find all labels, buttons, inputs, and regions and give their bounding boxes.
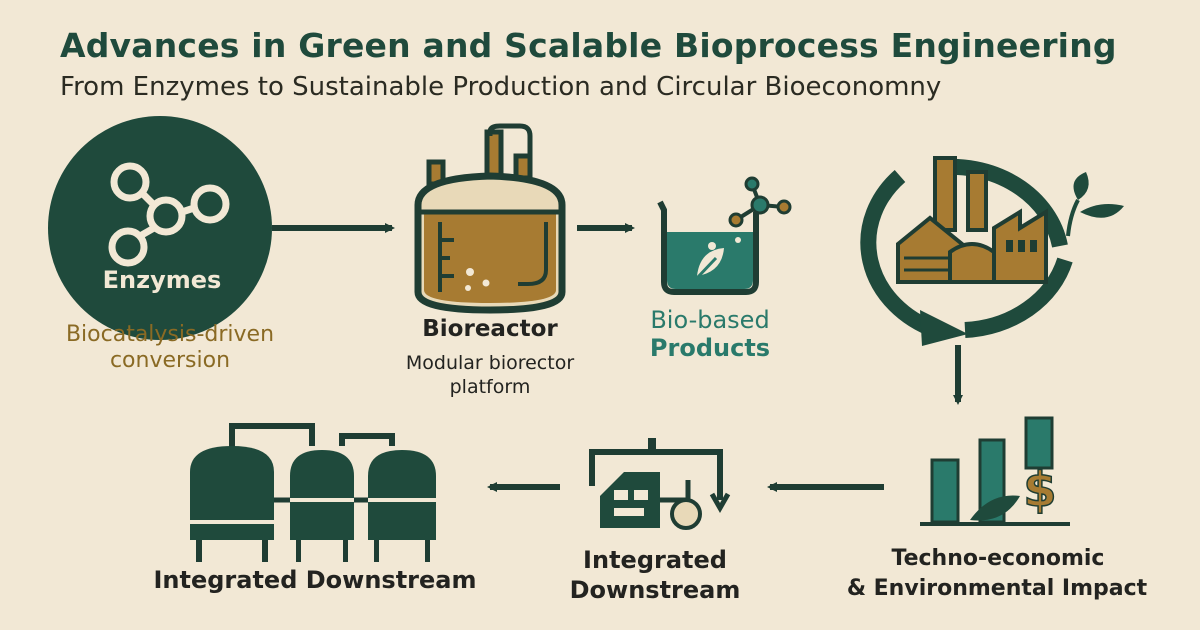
- enzymes-caption-line2: conversion: [109, 348, 231, 373]
- integrated-mid-label-line1: Integrated: [583, 546, 727, 574]
- beaker-icon: [657, 176, 792, 295]
- storage-tanks-icon: [190, 423, 436, 562]
- dollar-sign: $: [1023, 462, 1056, 518]
- enzymes-caption-line1: Biocatalysis-driven: [65, 322, 275, 347]
- enzymes-icon: [48, 116, 272, 340]
- molecule-icon: [728, 176, 792, 228]
- integrated-mid-label-line2: Downstream: [569, 576, 741, 604]
- tea-label-line1: Techno-economic: [891, 546, 1105, 571]
- downstream-process-icon: [589, 438, 731, 530]
- bioreactor-icon: [414, 123, 566, 314]
- leaf-icon: [970, 495, 1020, 521]
- bioreactor-label: Bioreactor: [422, 316, 558, 342]
- page-subtitle: From Enzymes to Sustainable Production a…: [60, 72, 942, 102]
- integrated-left-label: Integrated Downstream: [153, 566, 477, 594]
- products-label-line2: Products: [649, 334, 771, 362]
- sprout-icon: [1066, 172, 1124, 237]
- page-title: Advances in Green and Scalable Bioproces…: [60, 26, 1117, 65]
- products-label-line1: Bio-based: [650, 306, 770, 334]
- impact-chart-icon: $: [920, 416, 1070, 526]
- bioreactor-caption-line1: Modular biorector: [405, 352, 575, 374]
- tea-label-line2: & Environmental Impact: [846, 576, 1148, 601]
- enzymes-label: Enzymes: [102, 266, 222, 294]
- circular-factory-icon: [860, 156, 1124, 346]
- bioreactor-caption-line2: platform: [449, 376, 531, 398]
